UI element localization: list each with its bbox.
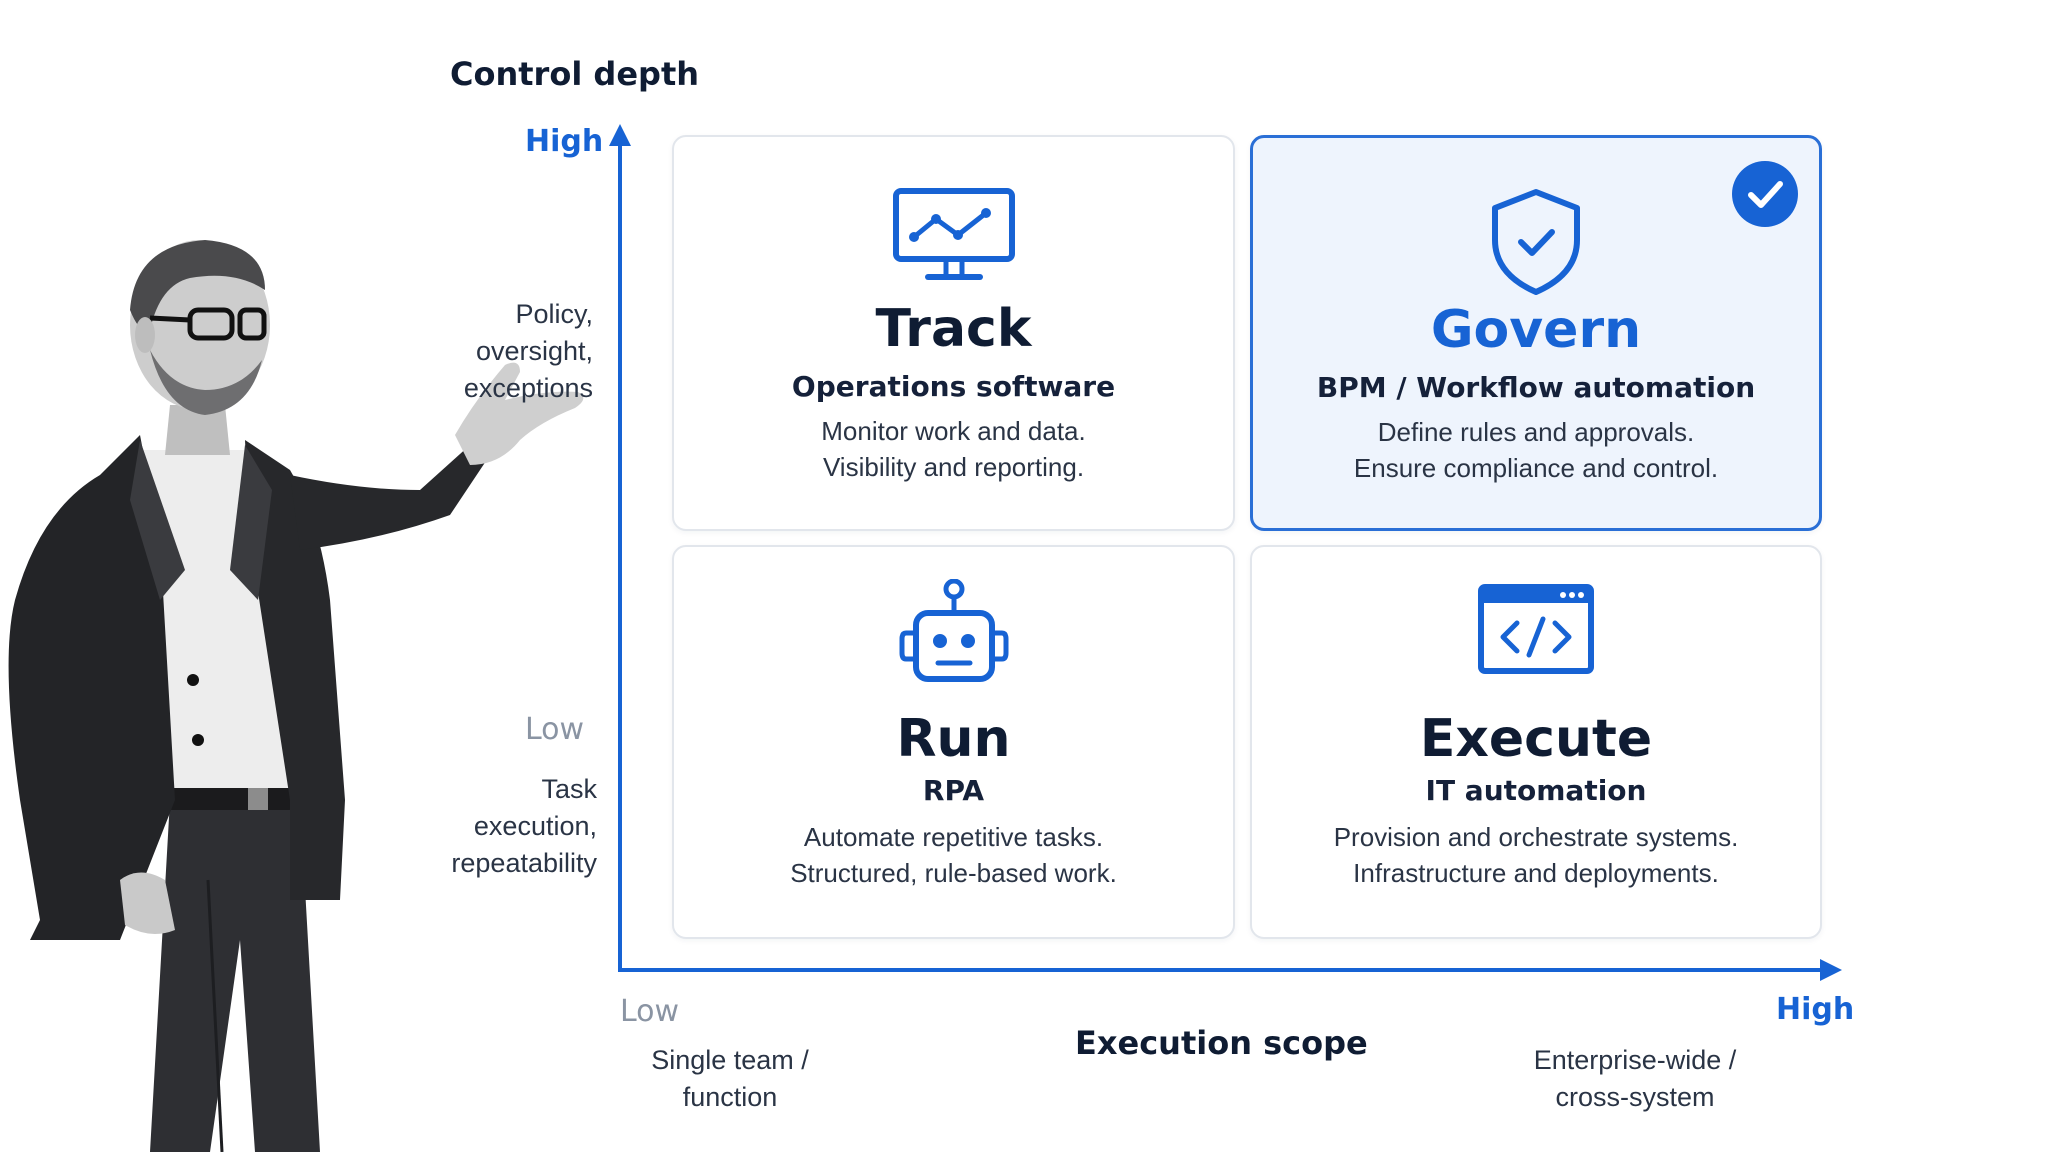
quadrant-description-line: Automate repetitive tasks. [803, 822, 1104, 852]
code-window-icon [1478, 584, 1594, 674]
quadrant-subtitle: Operations software [791, 370, 1116, 403]
robot-icon [899, 579, 1008, 682]
y-axis-title: Control depth [450, 55, 700, 93]
quadrant-description: Automate repetitive tasks. Structured, r… [674, 819, 1233, 891]
quadrant-description-line: Infrastructure and deployments. [1353, 858, 1719, 888]
quadrant-subtitle: BPM / Workflow automation [1316, 371, 1756, 404]
quadrant-card-govern[interactable]: Govern BPM / Workflow automation Define … [1250, 135, 1822, 531]
quadrant-description-line: Define rules and approvals. [1377, 417, 1695, 447]
quadrant-card-execute[interactable]: Execute IT automation Provision and orch… [1250, 545, 1822, 939]
x-axis-high-note: Enterprise-wide / cross-system [1533, 1045, 1737, 1112]
quadrant-description: Monitor work and data. Visibility and re… [674, 413, 1233, 485]
y-axis-low-note: Task execution, repeatability [451, 774, 597, 878]
quadrant-description-line: Provision and orchestrate systems. [1333, 822, 1739, 852]
quadrant-title: Execute [1419, 709, 1653, 769]
quadrant-title: Run [896, 709, 1011, 769]
quadrant-description-line: Ensure compliance and control. [1353, 453, 1719, 483]
x-axis-high-label: High [1776, 992, 1855, 1027]
quadrant-subtitle: RPA [922, 774, 985, 807]
x-axis-arrowhead [1820, 959, 1842, 981]
quadrant-card-track[interactable]: Track Operations software Monitor work a… [672, 135, 1235, 531]
quadrant-title: Track [875, 299, 1032, 359]
x-axis-title: Execution scope [1075, 1024, 1368, 1062]
quadrant-description: Define rules and approvals. Ensure compl… [1253, 414, 1819, 486]
shield-check-icon [1492, 189, 1580, 295]
x-axis-low-note: Single team / function [651, 1045, 809, 1112]
check-circle-icon [1732, 161, 1798, 227]
y-axis-high-note: Policy, oversight, exceptions [463, 299, 593, 403]
quadrant-description-line: Monitor work and data. [821, 416, 1086, 446]
quadrant-description-line: Visibility and reporting. [822, 452, 1085, 482]
quadrant-subtitle: IT automation [1425, 774, 1647, 807]
quadrant-description-line: Structured, rule-based work. [790, 858, 1117, 888]
presenter-illustration [8, 240, 584, 1152]
y-axis-arrowhead [609, 124, 631, 146]
x-axis-low-label: Low [620, 994, 680, 1029]
y-axis-low-label: Low [525, 712, 585, 747]
quadrant-title: Govern [1430, 300, 1642, 360]
quadrant-card-run[interactable]: Run RPA Automate repetitive tasks. Struc… [672, 545, 1235, 939]
y-axis-high-label: High [525, 124, 604, 159]
quadrant-description: Provision and orchestrate systems. Infra… [1252, 819, 1820, 891]
monitor-chart-icon [892, 188, 1015, 280]
